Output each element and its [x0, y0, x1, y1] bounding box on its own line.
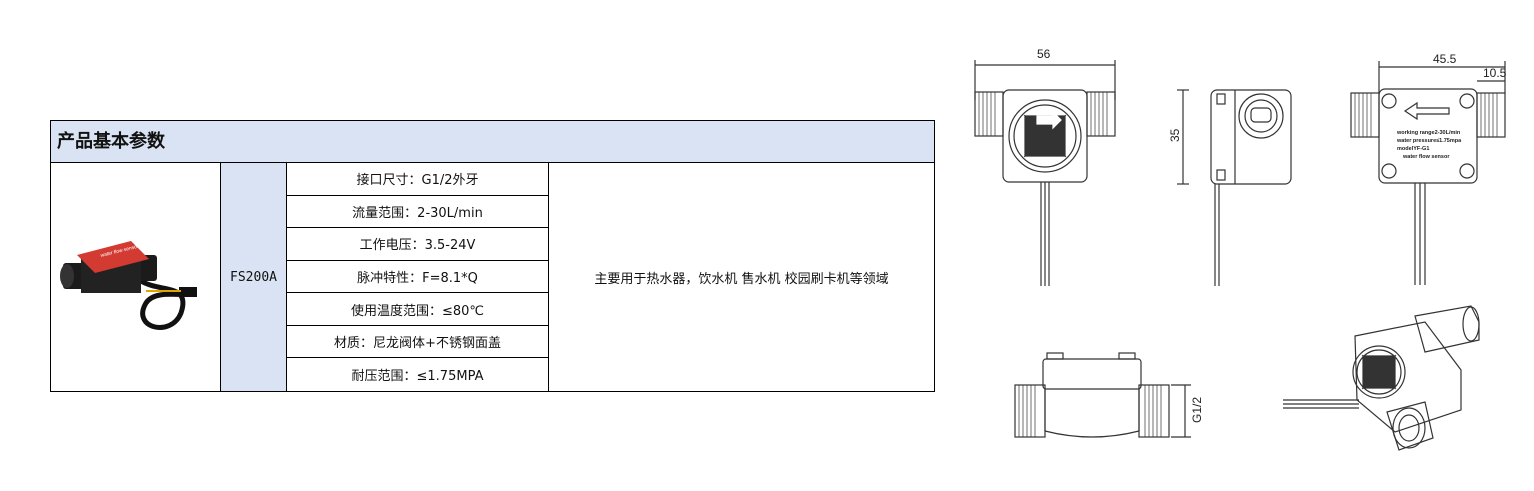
bottom-side-drawing: G1/2 [1014, 352, 1204, 438]
param-pressure: 耐压范围：≤1.75MPA [351, 369, 484, 385]
param-temperature: 使用温度范围：≤80℃ [287, 293, 548, 326]
product-photo: water flow sensor [60, 241, 197, 330]
spec-table: 产品基本参数 water flow sensor FS200A 接口尺寸：G1/… [50, 120, 935, 392]
front-view-drawing: 56 [974, 47, 1116, 286]
isometric-drawing [1283, 305, 1480, 451]
param-voltage: 工作电压：3.5-24V [287, 228, 548, 261]
params-column: 接口尺寸：G1/2外牙 流量范围：2-30L/min 工作电压：3.5-24V … [287, 163, 549, 391]
top-width-dim: 45.5 [1433, 52, 1457, 66]
top-label-line-3: modelYF-G1 [1397, 146, 1429, 152]
top-label-line-4: water flow sensor [1402, 154, 1450, 160]
param-flow-range: 流量范围：2-30L/min [287, 196, 548, 229]
model-name: FS200A [230, 269, 277, 285]
front-width-dim: 56 [1037, 47, 1051, 61]
top-label-line-2: water pressure≤1.75mpa [1396, 138, 1462, 144]
side-view-drawing: 35 [1168, 89, 1292, 286]
product-photo-cell: water flow sensor [51, 163, 221, 391]
table-title: 产品基本参数 [51, 121, 934, 163]
param-interface: 接口尺寸：G1/2外牙 [287, 163, 548, 196]
top-label-line-1: working range2-30L/min [1396, 130, 1461, 136]
top-view-drawing: 45.5 10.5 working range2-30L/min water p… [1350, 52, 1507, 285]
param-pulse: 脉冲特性：F=8.1*Q [287, 261, 548, 294]
thread-dim: G1/2 [1190, 397, 1204, 423]
param-material: 材质：尼龙阀体+不锈钢面盖 [287, 326, 548, 359]
top-offset-dim: 10.5 [1483, 66, 1507, 80]
application-text: 主要用于热水器，饮水机 售水机 校园刷卡机等领域 [594, 271, 889, 287]
side-height-dim: 35 [1168, 128, 1182, 142]
application-cell: 主要用于热水器，饮水机 售水机 校园刷卡机等领域 [549, 163, 934, 391]
model-cell: FS200A [221, 163, 287, 391]
